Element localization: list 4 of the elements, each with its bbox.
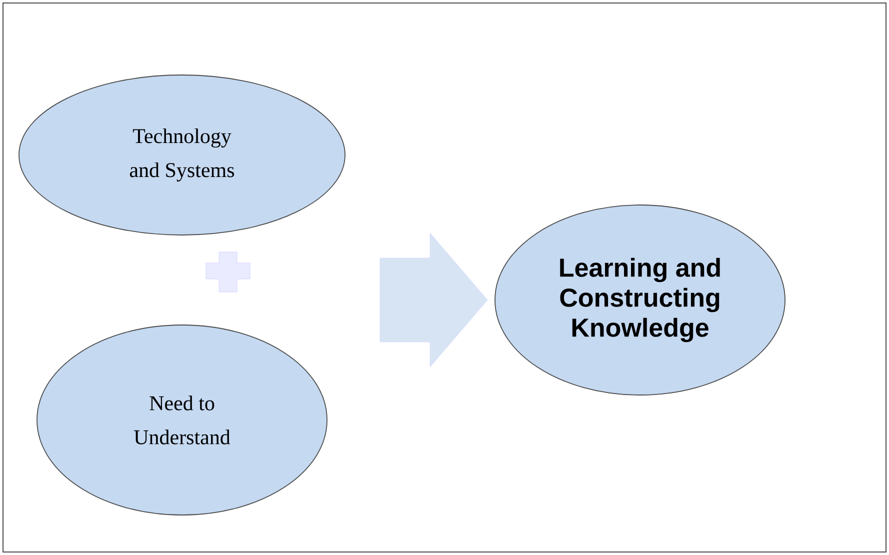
ellipse-node: Technology and Systems — [18, 74, 346, 236]
block-arrow — [380, 232, 488, 368]
ellipse-node: Learning and Constructing Knowledge — [494, 204, 786, 396]
ellipse-node: Need to Understand — [36, 324, 328, 516]
